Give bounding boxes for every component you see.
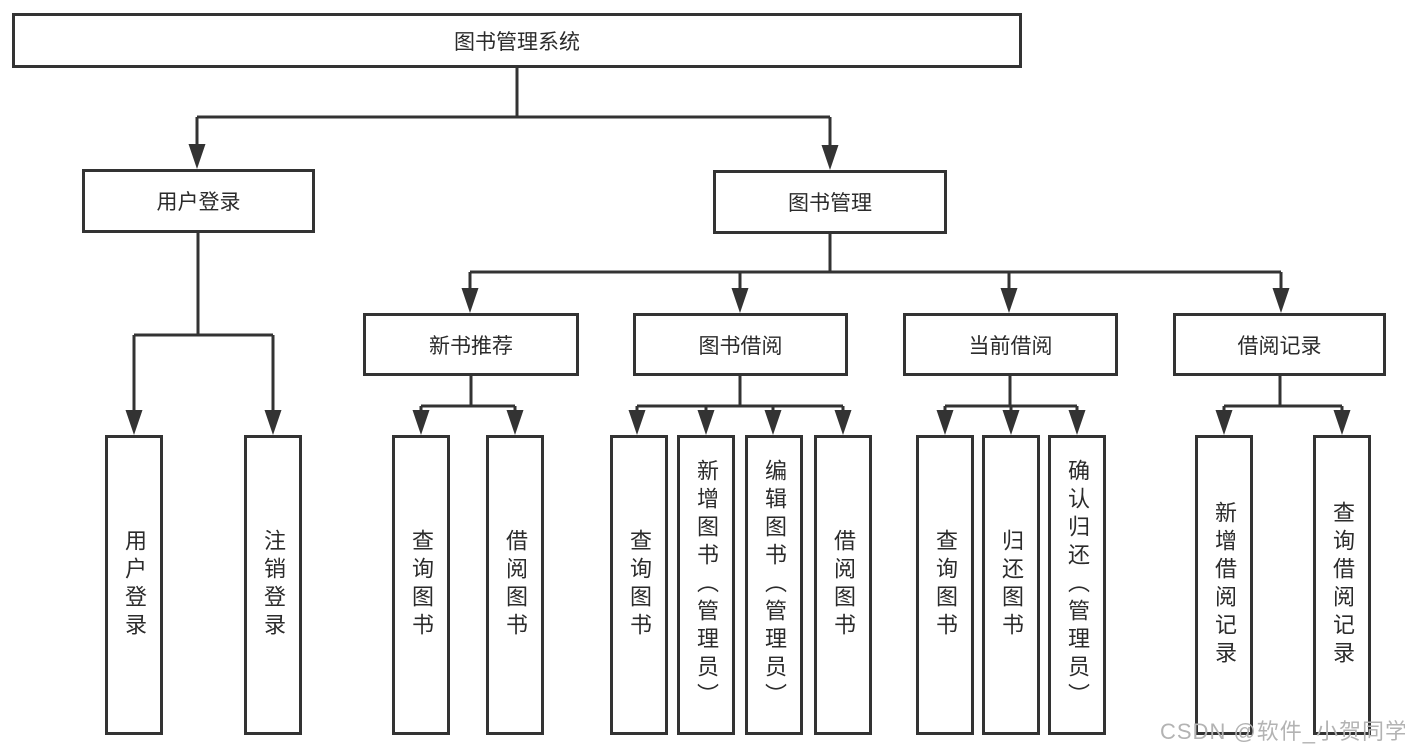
- leaf-borrow-borrow-books: 借阅图书: [814, 435, 872, 735]
- leaf-logout: 注销登录: [244, 435, 302, 735]
- node-borrow-records: 借阅记录: [1173, 313, 1386, 376]
- node-new-book-recommend: 新书推荐: [363, 313, 579, 376]
- node-book-borrow: 图书借阅: [633, 313, 848, 376]
- node-book-management: 图书管理: [713, 170, 947, 234]
- leaf-user-login: 用户登录: [105, 435, 163, 735]
- connector-line-path: [132, 68, 1344, 413]
- node-root: 图书管理系统: [12, 13, 1022, 68]
- leaf-current-return-books: 归还图书: [982, 435, 1040, 735]
- leaf-borrow-edit-books-admin: 编辑图书（管理员）: [745, 435, 803, 735]
- leaf-borrow-query-books: 查询图书: [610, 435, 668, 735]
- leaf-records-add-record: 新增借阅记录: [1195, 435, 1253, 735]
- leaf-records-query-record: 查询借阅记录: [1313, 435, 1371, 735]
- leaf-recommend-borrow-books: 借阅图书: [486, 435, 544, 735]
- leaf-current-query-books: 查询图书: [916, 435, 974, 735]
- node-user-login-group: 用户登录: [82, 169, 315, 233]
- watermark: CSDN @软件_小贺同学: [1160, 719, 1405, 744]
- leaf-borrow-add-books-admin: 新增图书（管理员）: [677, 435, 735, 735]
- leaf-recommend-query-books: 查询图书: [392, 435, 450, 735]
- arrow-heads: [125, 144, 1351, 435]
- leaf-current-confirm-return-admin: 确认归还（管理员）: [1048, 435, 1106, 735]
- node-current-borrow: 当前借阅: [903, 313, 1118, 376]
